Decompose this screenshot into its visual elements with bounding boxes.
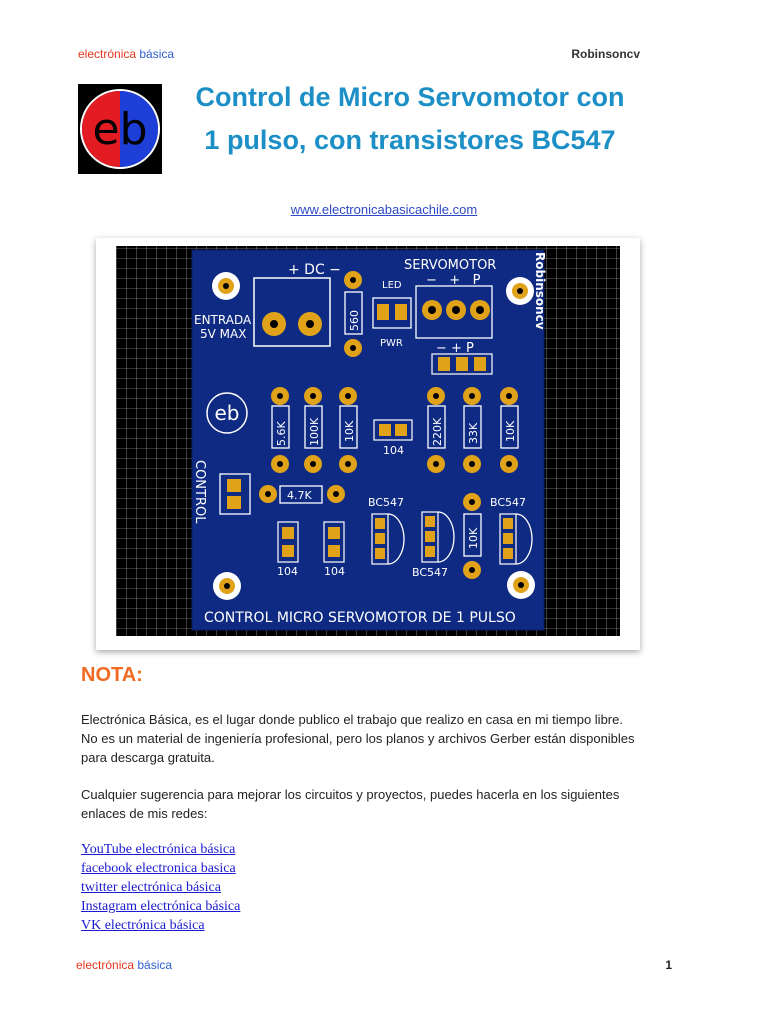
title-line1: Control de Micro Servomotor con — [195, 82, 625, 112]
servomotor-label: SERVOMOTOR — [404, 258, 496, 273]
pcb-board — [191, 249, 545, 631]
transistor-1-label: BC547 — [368, 496, 404, 509]
mounting-holes — [212, 272, 535, 600]
header-brand-word2: básica — [139, 47, 175, 61]
resistor-5-6k-label: 5.6K — [275, 421, 288, 446]
pcb-author-label: Robinsoncv — [533, 252, 547, 330]
header-brand-word1: electrónica — [78, 47, 137, 61]
cap-left-label: 104 — [277, 565, 298, 578]
resistor-10k-label: 10K — [343, 420, 356, 442]
title-line2: 1 pulso, con transistores BC547 — [204, 125, 616, 155]
pcb-footer-label: CONTROL MICRO SERVOMOTOR DE 1 PULSO — [204, 610, 516, 626]
pcb-eb-logo — [206, 392, 248, 434]
social-links: YouTube electrónica básica facebook elec… — [81, 840, 240, 935]
facebook-link[interactable]: facebook electronica basica — [81, 861, 236, 876]
header-author: Robinsoncv — [571, 47, 640, 61]
resistor-33k-label: 33K — [467, 422, 480, 444]
transistor-3-label: BC547 — [490, 496, 526, 509]
page-title: Control de Micro Servomotor con 1 pulso,… — [170, 76, 650, 162]
website-url: www.electronicabasicachile.com — [0, 202, 768, 217]
servo-pins-secondary-label: − + P — [436, 341, 474, 356]
entrada-voltage-label: 5V MAX — [200, 327, 246, 341]
resistor-220k-label: 220K — [431, 417, 444, 446]
cap-middle-label: 104 — [324, 565, 345, 578]
logo-text: eb — [93, 104, 148, 155]
page-number: 1 — [665, 958, 672, 972]
resistor-4-7k-label: 4.7K — [287, 489, 312, 502]
control-connector — [219, 473, 251, 515]
nota-heading: NOTA: — [81, 664, 143, 686]
footer-brand-word2: básica — [137, 958, 173, 972]
servo-pins-label: − + P — [426, 273, 481, 288]
resistor-100k-label: 100K — [308, 417, 321, 446]
vk-link[interactable]: VK electrónica básica — [81, 918, 205, 933]
control-label: CONTROL — [192, 460, 207, 524]
resistor-560-label: 560 — [348, 310, 361, 331]
header-brand: electrónica básica — [78, 47, 174, 61]
footer-brand: electrónica básica — [76, 958, 172, 972]
dc-label: + DC − — [288, 262, 341, 278]
resistor-10k-bottom-label: 10K — [467, 527, 480, 549]
transistor-2-label: BC547 — [412, 566, 448, 579]
resistor-10k-right-label: 10K — [504, 420, 517, 442]
upper-resistors: 5.6K 100K 10K 220K 33K 10K — [271, 387, 519, 473]
nota-paragraph-2: Cualquier sugerencia para mejorar los ci… — [81, 787, 620, 821]
pwr-label: PWR — [380, 338, 403, 349]
dc-terminal — [253, 277, 331, 347]
instagram-link[interactable]: Instagram electrónica básica — [81, 899, 241, 914]
servo-connector — [415, 285, 493, 339]
website-link[interactable]: www.electronicabasicachile.com — [290, 202, 478, 217]
pcb-eb-text: eb — [215, 401, 240, 425]
eb-logo: eb — [78, 84, 162, 174]
footer-brand-word1: electrónica — [76, 958, 135, 972]
led-label: LED — [382, 280, 402, 291]
youtube-link[interactable]: YouTube electrónica básica — [81, 842, 236, 857]
nota-paragraph-1: Electrónica Básica, es el lugar donde pu… — [81, 712, 635, 765]
entrada-label: ENTRADA — [194, 313, 252, 327]
pcb-image: + DC − ENTRADA 5V MAX 560 LED PWR SERVOM… — [96, 238, 640, 650]
twitter-link[interactable]: twitter electrónica básica — [81, 880, 221, 895]
cap-center-label: 104 — [383, 444, 404, 457]
